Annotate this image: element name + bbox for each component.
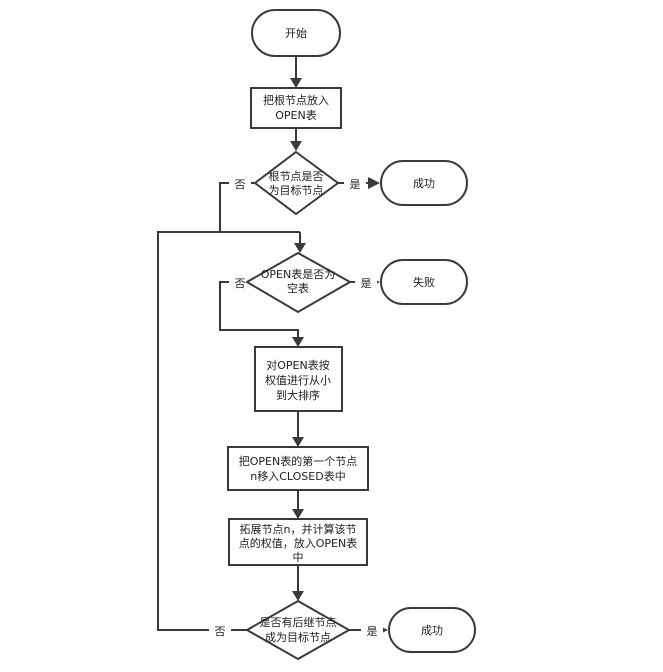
label-mask [229,175,251,191]
sort-label-line2: 权值进行从小 [265,374,331,387]
goal-no-label: 否 [235,178,246,191]
succ-yes-label: 是 [367,625,378,638]
success-2-label: 成功 [421,624,443,637]
arrow-head [294,243,306,253]
fail-shape [380,259,468,305]
arrow-head [292,337,304,347]
empty-yes-label: 是 [361,277,372,290]
succ-no-label: 否 [215,625,226,638]
succ-goal-label-line1: 是否有后继节点 [260,615,337,629]
empty-no-label: 否 [235,277,246,290]
open-empty-shape [245,251,353,314]
label-mask [361,622,383,638]
success-1-shape [380,160,468,206]
start-node: 开始 [251,9,341,57]
is-goal-shape [253,150,340,216]
arrow-head [290,141,302,151]
label-mask [209,622,231,638]
sort-label-line1: 对OPEN表按 [266,358,329,372]
success-1-label: 成功 [413,177,435,190]
expand-label-line1: 拓展节点n，并计算该节 [240,522,357,536]
goal-yes-label: 是 [350,178,361,191]
arrow-head [292,591,304,601]
move-shape [227,446,369,491]
is-goal-label-line2: 为目标节点 [269,183,324,197]
is-goal-decision: 根节点是否 为目标节点 [253,150,340,216]
arrow-head [292,437,304,447]
success-2-shape [388,607,476,653]
edge-labels: 是 否 是 否 是 否 [209,175,383,638]
label-mask [344,175,366,191]
move-label-line1: 把OPEN表的第一个节点 [239,454,357,468]
open-empty-label-line1: OPEN表是否为 [261,267,335,281]
arrow-head [290,78,302,88]
put-root-node: 把根节点放入 OPEN表 [250,87,342,129]
succ-goal-label-line2: 成为目标节点 [265,630,331,644]
open-empty-label-line2: 空表 [287,281,309,295]
sort-shape [254,346,343,412]
move-node: 把OPEN表的第一个节点 n移入CLOSED表中 [227,446,369,491]
is-goal-label-line1: 根节点是否 [269,169,324,183]
put-root-label-line2: OPEN表 [275,108,316,122]
start-shape [251,9,341,57]
label-mask [355,274,377,290]
move-label-line2: n移入CLOSED表中 [250,469,345,483]
start-label: 开始 [285,26,307,40]
succ-goal-decision: 是否有后继节点 成为目标节点 [244,599,352,661]
expand-label-line3: 中 [293,551,304,564]
open-empty-decision: OPEN表是否为 空表 [245,251,353,314]
label-mask [229,274,251,290]
sort-label-line3: 到大排序 [276,388,320,402]
fail-node: 失败 [380,259,468,305]
fail-label: 失败 [413,275,435,289]
arrow-head [368,177,380,189]
put-root-label-line1: 把根节点放入 [263,93,329,107]
put-root-shape [250,87,342,129]
succ-goal-shape [244,599,352,661]
edge-succ-goal-no-loop [157,231,300,631]
success-node-1: 成功 [380,160,468,206]
expand-shape [228,518,368,566]
expand-label-line2: 点的权值，放入OPEN表 [239,536,357,550]
arrow-head [292,509,304,519]
expand-node: 拓展节点n，并计算该节 点的权值，放入OPEN表 中 [228,518,368,566]
success-node-2: 成功 [388,607,476,653]
sort-node: 对OPEN表按 权值进行从小 到大排序 [254,346,343,412]
